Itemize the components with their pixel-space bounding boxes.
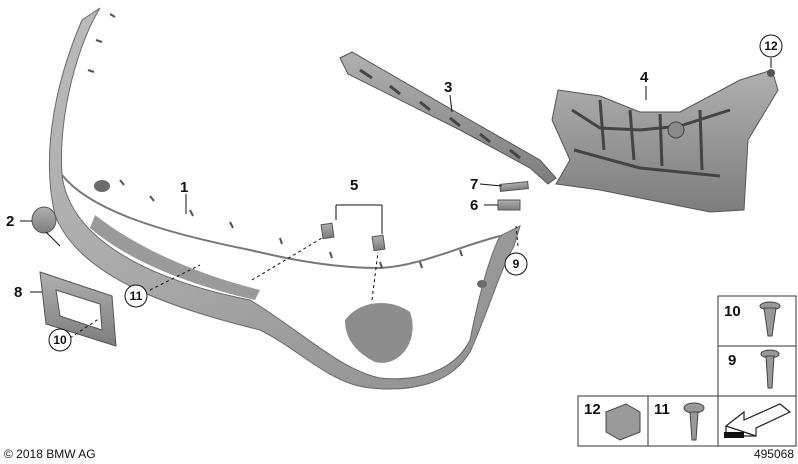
legend-label-11: 11 — [654, 401, 670, 418]
callout-9-circle: 9 — [504, 252, 528, 276]
callout-10: 10 — [53, 333, 67, 347]
callout-6: 6 — [470, 197, 478, 214]
callout-12-circle: 12 — [759, 34, 783, 58]
legend-label-12: 12 — [584, 401, 601, 418]
screw-10-icon — [759, 301, 781, 337]
tow-hook-cover-part — [31, 206, 61, 247]
side-carrier-part — [551, 69, 779, 213]
bumper-cover-part — [48, 7, 521, 390]
callout-7: 7 — [470, 176, 478, 193]
callout-10-circle: 10 — [48, 328, 72, 352]
callout-9: 9 — [513, 257, 520, 271]
copyright-text: © 2018 BMW AG — [4, 447, 96, 461]
legend-label-10: 10 — [724, 303, 741, 320]
callout-11: 11 — [130, 289, 143, 303]
legend-box-11 — [647, 395, 719, 447]
callout-4: 4 — [640, 69, 649, 86]
screw-11-icon — [683, 402, 705, 441]
callout-5: 5 — [350, 177, 358, 194]
nut-12-icon — [605, 403, 641, 441]
legend-box-9 — [717, 345, 797, 397]
bracket-6-part — [497, 199, 521, 211]
callouts: 1 2 3 4 5 6 7 8 9 10 11 12 — [6, 34, 783, 352]
upper-bracket-part — [339, 51, 557, 185]
legend-label-9: 9 — [728, 352, 736, 369]
bracket-7-part — [499, 181, 529, 192]
callout-11-circle: 11 — [124, 284, 148, 308]
hardware-legend: 10 9 12 11 — [577, 295, 797, 447]
callout-2: 2 — [6, 213, 14, 230]
diagram-number: 495068 — [754, 447, 794, 461]
screw-9-icon — [760, 349, 780, 389]
callout-8: 8 — [14, 284, 22, 301]
callout-12: 12 — [764, 39, 778, 53]
clip-pair-part — [320, 222, 386, 252]
callout-1: 1 — [180, 179, 188, 196]
license-plate-holder-part — [39, 271, 117, 347]
leader-lines — [20, 58, 772, 339]
arrow-icon — [724, 403, 792, 438]
callout-3: 3 — [444, 79, 452, 96]
